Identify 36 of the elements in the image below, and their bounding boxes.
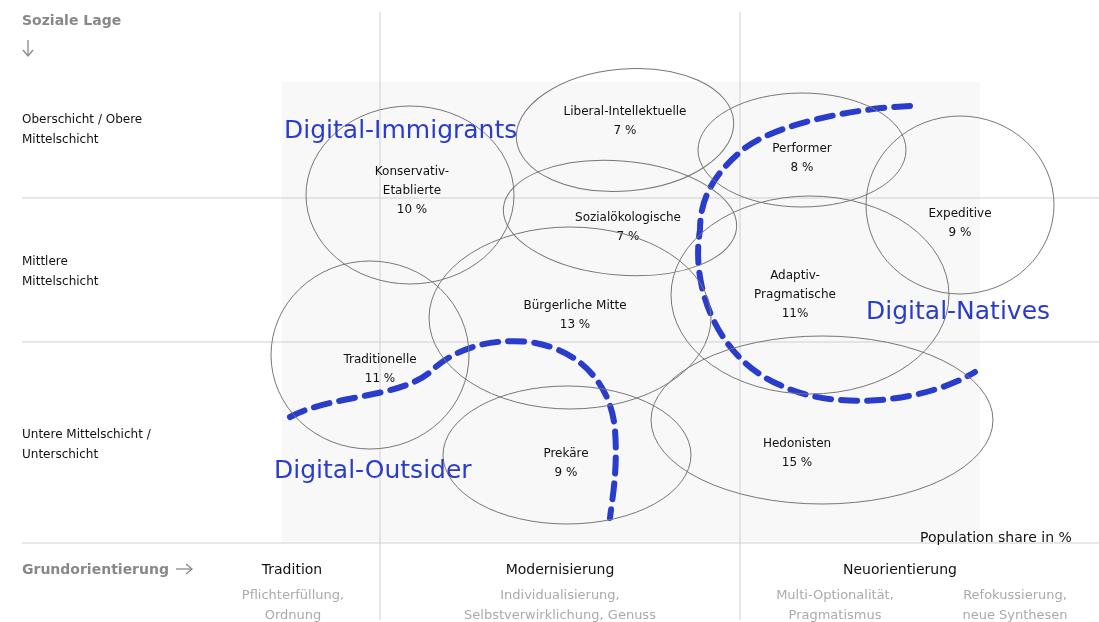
- milieu-name: Konservativ-Etablierte: [373, 163, 451, 199]
- row-label: Mittlere Mittelschicht: [22, 253, 100, 290]
- milieu-name: Traditionelle: [342, 351, 418, 368]
- population-share: 13 %: [558, 316, 592, 333]
- column-description: Individualisierung, Selbstverwirklichung, Genuss: [463, 586, 657, 622]
- population-share: 9 %: [553, 464, 579, 481]
- milieu-name: Sozialökologische: [574, 209, 682, 226]
- milieu-name: Expeditive: [927, 205, 993, 222]
- milieu-name: Prekäre: [542, 445, 590, 462]
- column-description: Multi-Optionalität, Pragmatismus: [775, 586, 895, 622]
- column-label: Tradition: [260, 560, 324, 579]
- axis-title: Soziale Lage: [22, 11, 123, 30]
- note: Population share in %: [920, 528, 1073, 547]
- population-share: 11 %: [363, 370, 397, 387]
- population-share: 7 %: [615, 228, 641, 245]
- population-share: 11%: [780, 305, 810, 322]
- population-share: 8 %: [789, 159, 815, 176]
- population-share: 10 %: [395, 201, 429, 218]
- row-label: Oberschicht / Obere Mittelschicht: [22, 111, 144, 148]
- axis-title: Grundorientierung: [22, 560, 170, 579]
- column-label: Modernisierung: [504, 560, 616, 579]
- column-description: Pflichterfüllung, Ordnung: [240, 586, 346, 622]
- population-share: 7 %: [612, 122, 638, 139]
- milieu-name: Adaptiv-Pragmatische: [753, 267, 837, 303]
- population-share: 15 %: [780, 454, 814, 471]
- population-share: 9 %: [947, 224, 973, 241]
- group-label: Digital-Outsider: [274, 454, 472, 486]
- row-label: Untere Mittelschicht / Unterschicht: [22, 426, 152, 463]
- milieu-name: Bürgerliche Mitte: [522, 297, 628, 314]
- milieu-name: Performer: [771, 140, 833, 157]
- group-label: Digital-Immigrants: [284, 114, 518, 146]
- group-label: Digital-Natives: [866, 295, 1051, 327]
- milieu-name: Liberal-Intellektuelle: [562, 103, 688, 120]
- column-description: Refokussierung, neue Synthesen: [961, 586, 1069, 622]
- milieu-name: Hedonisten: [761, 435, 833, 452]
- column-label: Neuorientierung: [841, 560, 958, 579]
